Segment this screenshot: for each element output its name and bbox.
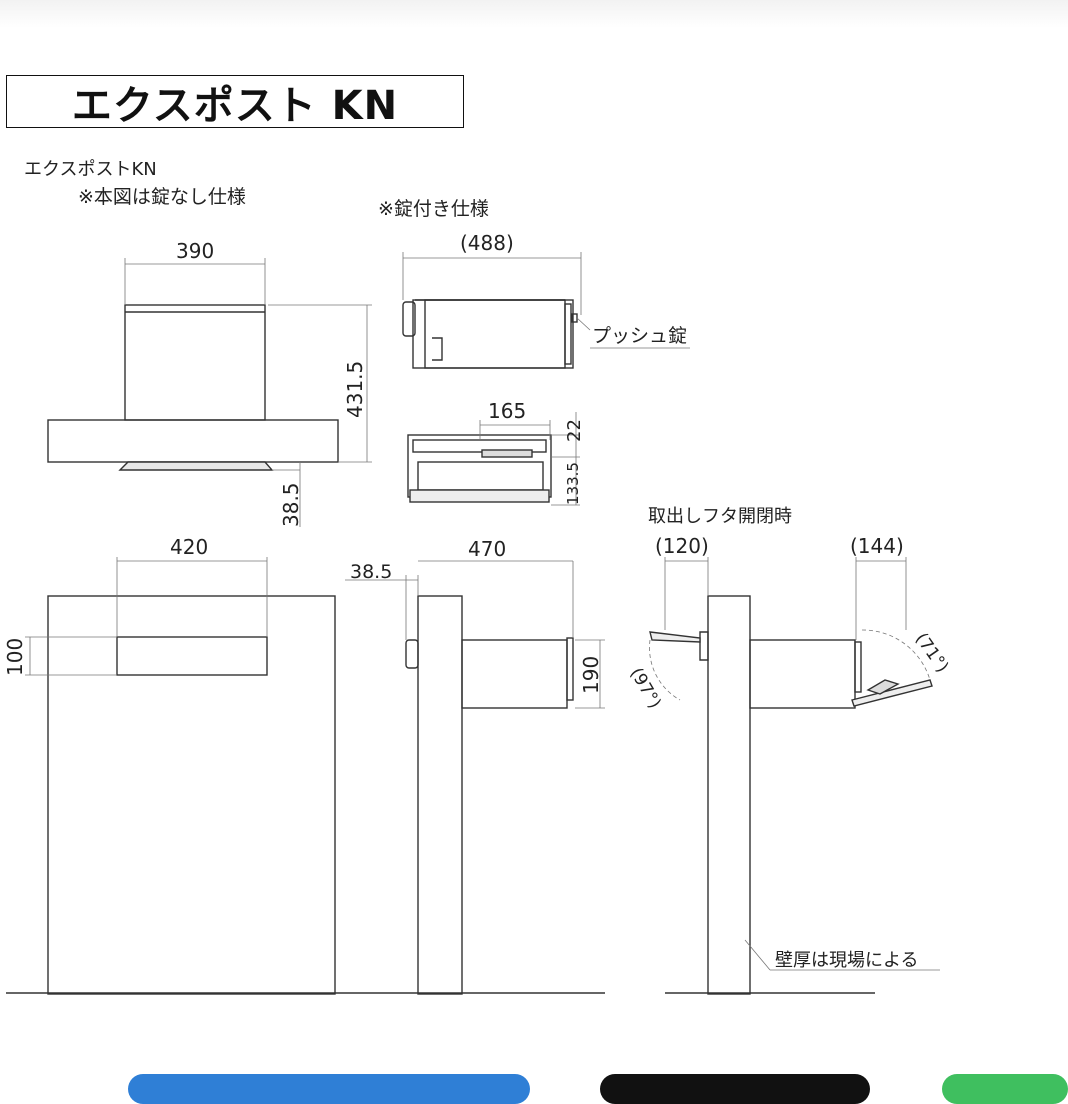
bottom-button-mid[interactable] bbox=[600, 1074, 870, 1104]
bottom-button-right[interactable] bbox=[942, 1074, 1068, 1104]
dim-side-offset: 38.5 bbox=[350, 561, 392, 583]
top-bar bbox=[0, 0, 1068, 28]
lid-open-label: 取出しフタ開閉時 bbox=[648, 506, 792, 527]
note-with-lock: ※錠付き仕様 bbox=[378, 198, 489, 220]
lid-open-view bbox=[649, 595, 933, 995]
side-elevation bbox=[405, 595, 574, 995]
dim-open-front: (120) bbox=[655, 534, 709, 558]
front-elevation bbox=[47, 595, 336, 995]
top-view-body bbox=[124, 304, 266, 421]
dim-front-slot-height: 100 bbox=[3, 638, 27, 676]
dim-slot-height: 133.5 bbox=[564, 462, 582, 505]
dim-front-width: 420 bbox=[170, 535, 208, 559]
dim-slot-width: 165 bbox=[488, 399, 526, 423]
lock-front-view bbox=[407, 434, 552, 503]
dim-angle-front: (97°) bbox=[626, 665, 665, 713]
dim-top-flange: 38.5 bbox=[279, 482, 303, 527]
dim-top-height: 431.5 bbox=[343, 361, 367, 418]
dim-top-width: 390 bbox=[176, 239, 214, 263]
dim-side-depth: 470 bbox=[468, 537, 506, 561]
note-no-lock: ※本図は錠なし仕様 bbox=[78, 186, 246, 208]
dim-angle-back: (71°) bbox=[911, 629, 952, 676]
push-lock-label: プッシュ錠 bbox=[592, 325, 687, 347]
top-view-flange bbox=[47, 419, 339, 463]
dim-side-height: 190 bbox=[579, 656, 603, 694]
bottom-button-left[interactable] bbox=[128, 1074, 530, 1104]
page-title: エクスポスト KN bbox=[6, 75, 464, 129]
wall-note-label: 壁厚は現場による bbox=[775, 950, 918, 971]
product-label: エクスポストKN bbox=[24, 159, 157, 180]
lock-side-view bbox=[402, 299, 578, 369]
technical-drawing: エクスポストKN ※本図は錠なし仕様 ※錠付き仕様 取出しフタ開閉時 プッシュ錠… bbox=[3, 159, 952, 995]
dim-open-back: (144) bbox=[850, 534, 904, 558]
dim-slot-top: 22 bbox=[564, 419, 585, 442]
top-view bbox=[47, 304, 339, 471]
dim-lock-depth: (488) bbox=[460, 231, 514, 255]
